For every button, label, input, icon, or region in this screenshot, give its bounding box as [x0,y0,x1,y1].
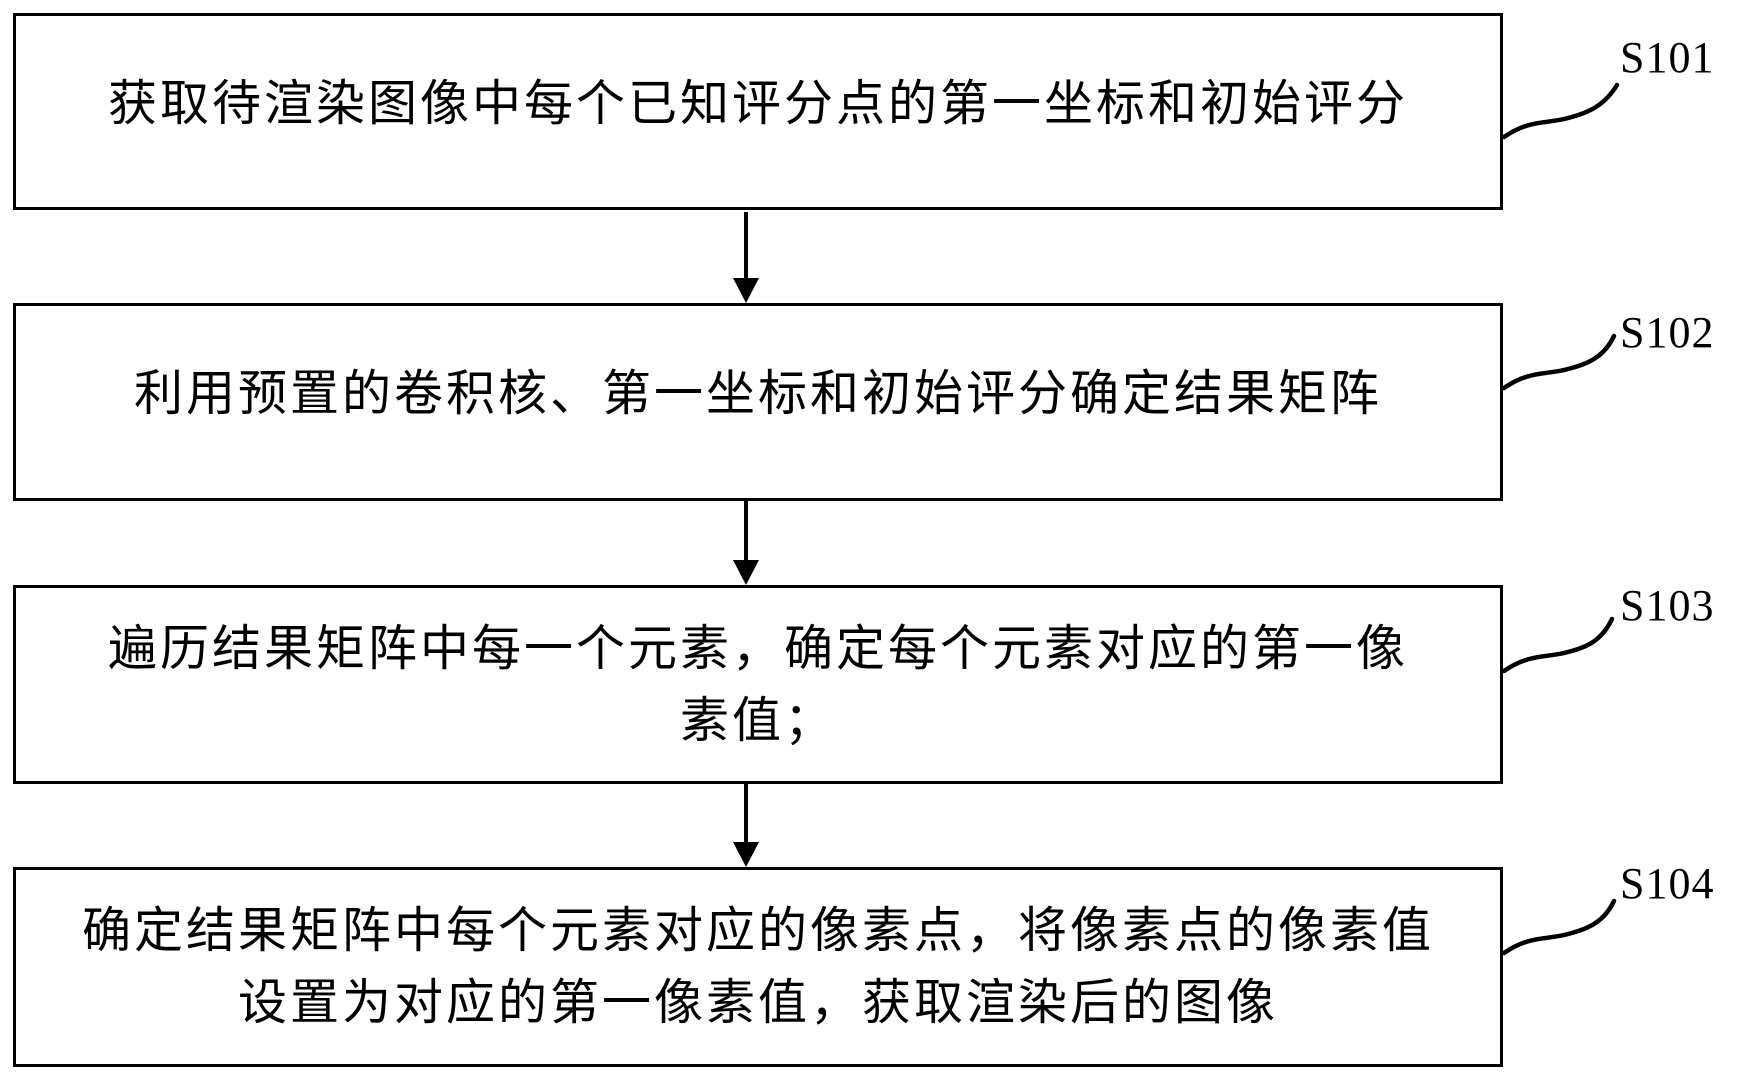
squiggle-leader-icon [1502,333,1617,391]
squiggle-leader-icon [1502,82,1620,140]
arrow-shaft [744,784,748,844]
step-label-s103: S103 [1620,581,1715,630]
arrow-head [733,842,759,867]
down-arrow-icon [733,784,759,867]
step-label-s104: S104 [1620,859,1715,908]
down-arrow-icon [733,501,759,585]
step-s104-text-line1: 确定结果矩阵中每个元素对应的像素点，将像素点的像素值 [81,903,1434,958]
squiggle-leader-icon [1502,898,1617,956]
arrow-shaft [744,212,748,280]
step-s101-text: 获取待渲染图像中每个已知评分点的第一坐标和初始评分 [107,75,1408,131]
step-s103-text-line1: 遍历结果矩阵中每一个元素，确定每个元素对应的第一像 [107,620,1408,676]
arrow-head [733,278,759,303]
step-s102-text: 利用预置的卷积核、第一坐标和初始评分确定结果矩阵 [133,366,1382,421]
arrow-head [733,560,759,585]
step-label-s102: S102 [1620,308,1715,357]
step-label-s101: S101 [1620,33,1715,82]
step-box-s103: 遍历结果矩阵中每一个元素，确定每个元素对应的第一像 素值； [13,585,1503,784]
step-s103-text-line2: 素值； [679,692,836,748]
arrow-shaft [744,501,748,562]
step-s104-text-line2: 设置为对应的第一像素值，获取渲染后的图像 [237,975,1278,1030]
step-box-s102: 利用预置的卷积核、第一坐标和初始评分确定结果矩阵 [13,303,1503,501]
step-box-s101: 获取待渲染图像中每个已知评分点的第一坐标和初始评分 [13,13,1503,210]
down-arrow-icon [733,212,759,303]
squiggle-leader-icon [1502,616,1615,674]
step-box-s104: 确定结果矩阵中每个元素对应的像素点，将像素点的像素值 设置为对应的第一像素值，获… [13,867,1503,1067]
